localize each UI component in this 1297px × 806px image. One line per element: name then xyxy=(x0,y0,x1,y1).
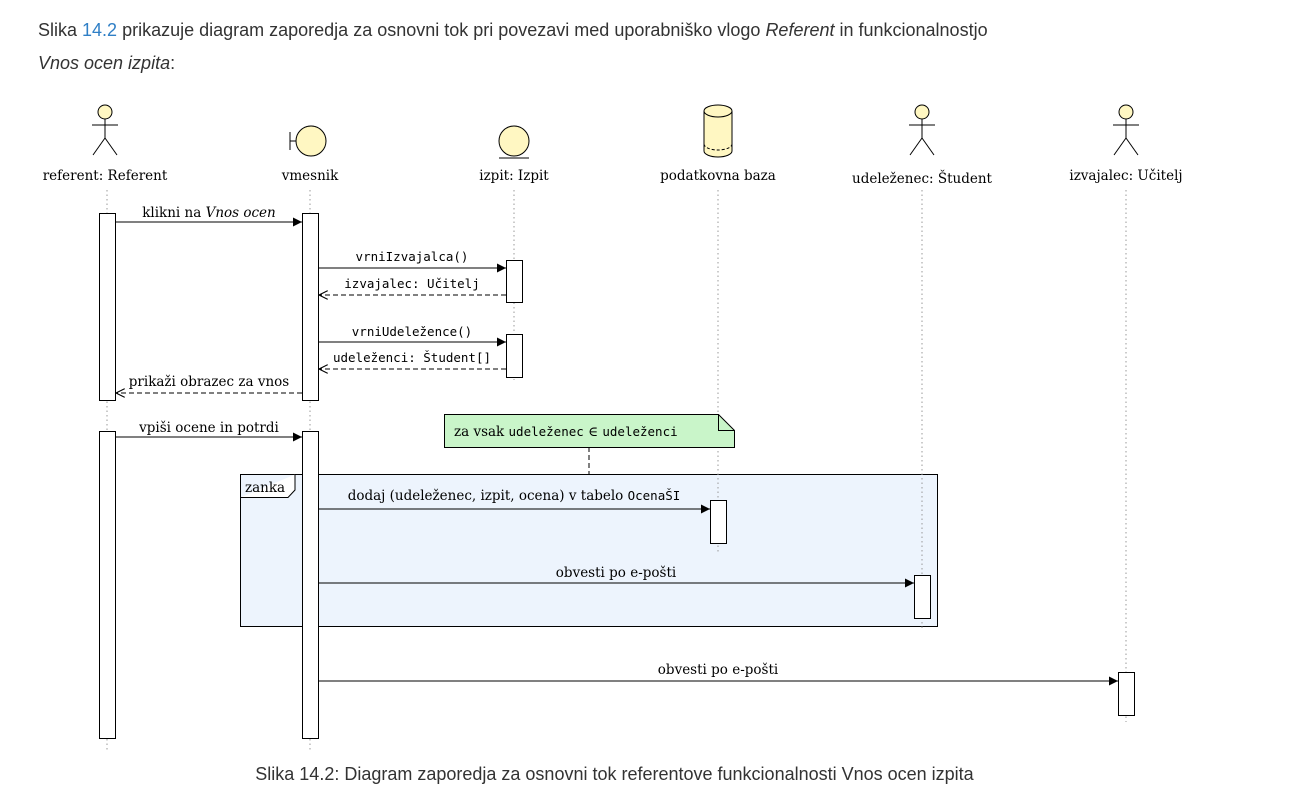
activation-baza xyxy=(710,500,727,544)
participant-vmesnik: vmesnik xyxy=(281,168,339,184)
note-collection: udeleženci xyxy=(602,424,677,439)
message-4-label: vrniUdeležence() xyxy=(352,324,472,339)
figure-link[interactable]: 14.2 xyxy=(82,20,118,40)
message-8: dodaj (udeleženec, izpit, ocena) v tabel… xyxy=(319,488,710,514)
intro-role: Referent xyxy=(765,20,835,40)
note-variable: udeleženec xyxy=(509,424,584,439)
actor-referent xyxy=(92,104,118,156)
message-1: klikni na Vnos ocen xyxy=(116,205,302,227)
activation-udelezenec xyxy=(914,575,931,619)
loop-fragment: zanka xyxy=(240,474,938,627)
intro-suffix: : xyxy=(170,53,176,73)
note-text-prefix: za vsak xyxy=(454,424,509,440)
message-9-label: obvesti po e-pošti xyxy=(556,565,677,581)
message-1-text: klikni na xyxy=(142,205,205,221)
message-2-label: vrniIzvajalca() xyxy=(356,249,469,264)
participant-baza: podatkovna baza xyxy=(660,168,776,184)
actor-icon xyxy=(1118,104,1134,120)
figure-caption: Slika 14.2: Diagram zaporedja za osnovni… xyxy=(255,764,974,784)
activation-izpit-1 xyxy=(506,260,523,303)
message-5-label: udeleženci: Študent[] xyxy=(333,350,491,365)
message-6: prikaži obrazec za vnos xyxy=(116,374,302,393)
activation-referent-2 xyxy=(99,431,116,739)
intro-connector: in funkcionalnostjo xyxy=(834,20,988,40)
activation-vmesnik-1 xyxy=(302,213,319,401)
database-icon xyxy=(703,104,733,158)
message-9: obvesti po e-pošti xyxy=(319,565,914,588)
participant-udelezenec: udeleženec: Študent xyxy=(852,170,993,187)
actor-izvajalec xyxy=(1113,104,1139,156)
message-5: udeleženci: Študent[] xyxy=(319,350,506,369)
loop-note: za vsak udeleženec ∈ udeleženci xyxy=(444,414,735,474)
message-4: vrniUdeležence() xyxy=(319,324,506,347)
svg-text:klikni na Vnos ocen: klikni na Vnos ocen xyxy=(142,205,276,221)
actor-icon xyxy=(97,104,113,120)
activation-vmesnik-2 xyxy=(302,431,319,739)
message-1-italic: Vnos ocen xyxy=(206,205,276,221)
message-7: vpiši ocene in potrdi xyxy=(116,420,302,442)
intro-paragraph: Slika 14.2 prikazuje diagram zaporedja z… xyxy=(38,14,1268,80)
message-10-label: obvesti po e-pošti xyxy=(658,662,779,678)
participant-izvajalec: izvajalec: Učitelj xyxy=(1069,168,1182,184)
message-8-table: OcenaŠI xyxy=(628,488,681,503)
message-8-text: dodaj (udeleženec, izpit, ocena) v tabel… xyxy=(348,488,628,504)
intro-feature: Vnos ocen izpita xyxy=(38,53,171,73)
note-symbol: ∈ xyxy=(584,424,603,440)
boundary-vmesnik xyxy=(289,125,327,157)
activation-izvajalec xyxy=(1118,672,1135,716)
svg-text:dodaj (udeleženec, izpit, ocen: dodaj (udeleženec, izpit, ocena) v tabel… xyxy=(348,488,681,504)
intro-middle: prikazuje diagram zaporedja za osnovni t… xyxy=(117,20,766,40)
message-7-label: vpiši ocene in potrdi xyxy=(138,420,279,436)
message-2: vrniIzvajalca() xyxy=(319,249,506,273)
boundary-icon xyxy=(295,125,327,157)
actor-udelezenec xyxy=(909,104,935,156)
activations xyxy=(99,213,1135,739)
note-text: za vsak udeleženec ∈ udeleženci xyxy=(454,424,678,440)
activation-izpit-2 xyxy=(506,334,523,378)
intro-prefix: Slika xyxy=(38,20,83,40)
message-10: obvesti po e-pošti xyxy=(319,662,1118,686)
message-3: izvajalec: Učitelj xyxy=(319,276,506,295)
lifelines xyxy=(106,190,1127,750)
entity-izpit xyxy=(498,125,530,159)
loop-label: zanka xyxy=(245,480,285,496)
participant-izpit: izpit: Izpit xyxy=(479,168,549,184)
entity-icon xyxy=(498,125,530,157)
message-3-label: izvajalec: Učitelj xyxy=(344,276,479,291)
actor-icon xyxy=(914,104,930,120)
message-6-label: prikaži obrazec za vnos xyxy=(129,374,289,390)
participant-referent: referent: Referent xyxy=(43,168,168,184)
activation-referent-1 xyxy=(99,213,116,401)
